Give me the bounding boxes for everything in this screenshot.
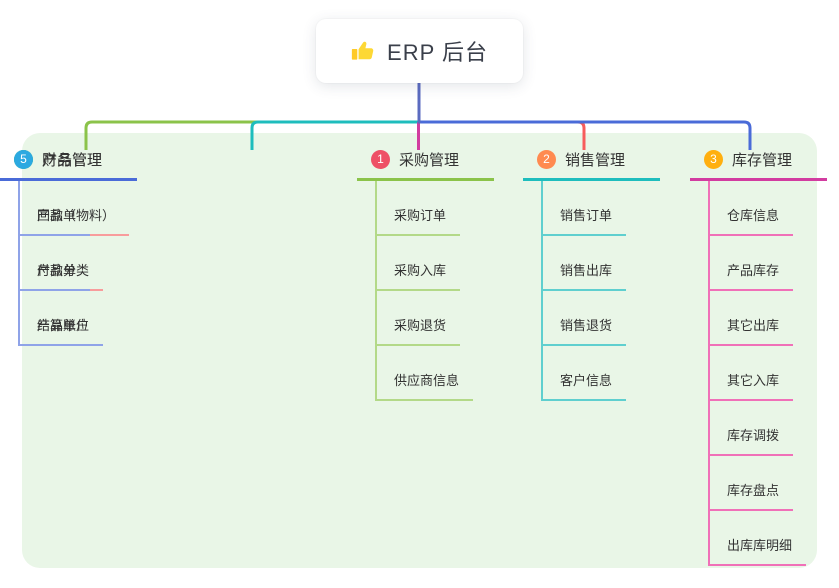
root-node-erp-backend: ERP 后台 bbox=[316, 19, 523, 83]
branch-title: 3 库存管理 bbox=[690, 149, 827, 181]
branch-title: 1 采购管理 bbox=[357, 149, 494, 181]
branch-label: 产品管理 bbox=[42, 152, 103, 169]
branch-column-2: 2 销售管理 销售订单销售出库销售退货客户信息 bbox=[523, 149, 660, 401]
branch-1-child: 采购入库 bbox=[377, 236, 461, 291]
branch-label: 财务管理 bbox=[42, 152, 103, 169]
branch-3-child: 出库库明细 bbox=[710, 511, 807, 566]
branch-column-5: 5 财务管理 回款单付款单结算账户 bbox=[0, 149, 137, 346]
mindmap-panel bbox=[22, 133, 817, 568]
branch-1-child: 采购订单 bbox=[377, 181, 461, 236]
branch-3-child: 其它入库 bbox=[710, 346, 794, 401]
branch-column-3: 3 库存管理 仓库信息产品库存其它出库其它入库库存调拨库存盘点出库库明细 bbox=[690, 149, 827, 566]
branch-1-child: 供应商信息 bbox=[377, 346, 474, 401]
branch-2-child: 客户信息 bbox=[543, 346, 627, 401]
branch-3-child: 库存调拨 bbox=[710, 401, 794, 456]
branch-children: 回款单付款单结算账户 bbox=[18, 181, 137, 346]
branch-number-badge: 3 bbox=[704, 150, 723, 169]
branch-column-1: 1 采购管理 采购订单采购入库采购退货供应商信息 bbox=[357, 149, 494, 401]
branch-5-child: 结算账户 bbox=[20, 291, 104, 346]
branch-label: 库存管理 bbox=[732, 152, 793, 169]
branch-number-badge: 1 bbox=[371, 150, 390, 169]
branch-number-badge: 5 bbox=[14, 150, 33, 169]
branch-label: 采购管理 bbox=[399, 152, 460, 169]
branch-2-child: 销售订单 bbox=[543, 181, 627, 236]
branch-3-child: 其它出库 bbox=[710, 291, 794, 346]
branch-3-child: 产品库存 bbox=[710, 236, 794, 291]
branch-label: 销售管理 bbox=[565, 152, 626, 169]
branch-children: 采购订单采购入库采购退货供应商信息 bbox=[375, 181, 494, 401]
root-title: ERP 后台 bbox=[387, 40, 488, 65]
branch-5-child: 付款单 bbox=[20, 236, 91, 291]
branch-3-child: 库存盘点 bbox=[710, 456, 794, 511]
branch-number-badge: 2 bbox=[537, 150, 556, 169]
branch-2-child: 销售出库 bbox=[543, 236, 627, 291]
branch-2-child: 销售退货 bbox=[543, 291, 627, 346]
branch-title: 2 销售管理 bbox=[523, 149, 660, 181]
thumbs-up-icon bbox=[351, 41, 374, 60]
branch-1-child: 采购退货 bbox=[377, 291, 461, 346]
branch-5-child: 回款单 bbox=[20, 181, 91, 236]
branch-children: 仓库信息产品库存其它出库其它入库库存调拨库存盘点出库库明细 bbox=[708, 181, 827, 566]
branch-3-child: 仓库信息 bbox=[710, 181, 794, 236]
branch-children: 销售订单销售出库销售退货客户信息 bbox=[541, 181, 660, 401]
branch-title: 5 财务管理 bbox=[0, 149, 137, 181]
